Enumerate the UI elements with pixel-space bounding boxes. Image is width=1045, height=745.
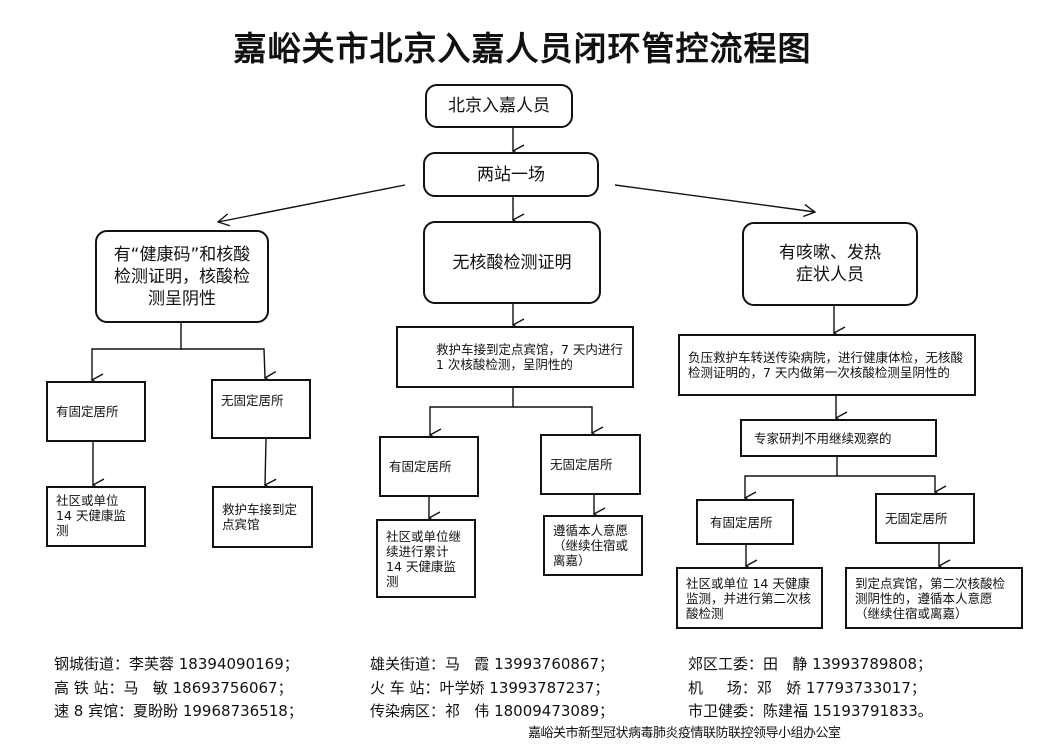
node-right-nofixed-label: 无固定居所: [885, 511, 948, 526]
node-left-nofixed-label: 无固定居所: [221, 393, 284, 408]
contact-jiaoqu: 郊区工委：田 静 13993789808；: [688, 655, 933, 673]
node-mid-nofixed-label: 无固定居所: [550, 457, 613, 472]
node-right-fixed-action: 社区或单位 14 天健康监测，并进行第二次核酸检测: [676, 567, 823, 629]
contact-huoche: 火 车 站：叶学娇 13993787237；: [370, 679, 610, 697]
contact-jichang: 机 场：邓 娇 17793733017；: [688, 679, 926, 697]
node-left-nofixed-action: 救护车接到定点宾馆: [212, 486, 313, 548]
contact-xiongguan: 雄关街道：马 霞 13993760867；: [370, 655, 615, 673]
contact-weijianwei: 市卫健委：陈建福 15193791833。: [688, 702, 933, 720]
node-right-expert: 专家研判不用继续观察的: [740, 419, 937, 457]
node-branch-left: 有“健康码”和核酸检测证明，核酸检测呈阴性: [95, 230, 269, 323]
node-stations-label: 两站一场: [477, 164, 545, 185]
node-mid-fixed-action: 社区或单位继续进行累计 14 天健康监测: [376, 519, 476, 598]
contact-gaotie: 高 铁 站：马 敏 18693756067；: [54, 679, 293, 697]
left-split: [90, 322, 182, 387]
node-left-nofixed-action-label: 救护车接到定点宾馆: [222, 502, 298, 532]
node-left-fixed-action-label: 社区或单位 14 天健康监测: [56, 493, 126, 538]
mid-split-2: [513, 406, 604, 440]
node-mid-nofixed: 无固定居所: [540, 434, 641, 495]
node-left-nofixed: 无固定居所: [211, 379, 311, 439]
node-branch-mid-label: 无核酸检测证明: [452, 252, 572, 273]
node-start-label: 北京入嘉人员: [448, 96, 550, 116]
node-right-expert-label: 专家研判不用继续观察的: [754, 430, 892, 446]
arrow-stations-to-right: [614, 184, 817, 218]
node-right-nofixed-action: 到定点宾馆，第二次核酸检测阴性的，遵循本人意愿（继续住宿或离嘉）: [845, 567, 1023, 629]
right-split-2: [837, 475, 947, 499]
node-mid-fixed: 有固定居所: [379, 436, 479, 497]
node-right-fixed: 有固定居所: [696, 499, 794, 545]
contact-chuanran: 传染病区：祁 伟 18009473089；: [370, 702, 615, 720]
node-stations: 两站一场: [423, 152, 599, 197]
node-right-step: 负压救护车转送传染病院，进行健康体检，无核酸检测证明的，7 天内做第一次核酸检测…: [678, 334, 976, 396]
contact-su8: 速 8 宾馆：夏盼盼 19968736518；: [54, 702, 303, 720]
right-split: [743, 456, 838, 505]
node-left-fixed-label: 有固定居所: [56, 404, 119, 419]
node-branch-right: 有咳嗽、发热症状人员: [742, 222, 918, 306]
left-split-2: [181, 348, 277, 385]
node-right-step-label: 负压救护车转送传染病院，进行健康体检，无核酸检测证明的，7 天内做第一次核酸检测…: [688, 350, 964, 380]
page-title: 嘉峪关市北京入嘉人员闭环管控流程图: [233, 29, 812, 68]
node-mid-fixed-label: 有固定居所: [389, 459, 452, 474]
contact-gangcheng: 钢城街道：李芙蓉 18394090169；: [54, 655, 299, 673]
node-right-nofixed-action-label: 到定点宾馆，第二次核酸检测阴性的，遵循本人意愿（继续住宿或离嘉）: [855, 575, 1006, 621]
node-start: 北京入嘉人员: [425, 84, 573, 128]
node-right-fixed-action-label: 社区或单位 14 天健康监测，并进行第二次核酸检测: [686, 575, 812, 621]
node-mid-nofixed-action-label: 遵循本人意愿（继续住宿或离嘉）: [553, 523, 629, 568]
node-branch-right-label: 有咳嗽、发热症状人员: [779, 243, 881, 285]
arrow-stations-to-left: [216, 184, 406, 227]
mid-split: [428, 387, 514, 442]
node-branch-mid: 无核酸检测证明: [423, 221, 601, 304]
node-left-fixed-action: 社区或单位 14 天健康监测: [46, 486, 146, 547]
issuing-office: 嘉峪关市新型冠状病毒肺炎疫情联防联控领导小组办公室: [528, 726, 841, 741]
node-right-nofixed: 无固定居所: [875, 493, 975, 544]
node-right-fixed-label: 有固定居所: [710, 514, 773, 530]
node-mid-step-label: 救护车接到定点宾馆，7 天内进行 1 次核酸检测，呈阴性的: [436, 342, 623, 372]
node-mid-step: 救护车接到定点宾馆，7 天内进行 1 次核酸检测，呈阴性的: [396, 326, 634, 388]
node-branch-left-label: 有“健康码”和核酸检测证明，核酸检测呈阴性: [113, 244, 251, 309]
node-mid-fixed-action-label: 社区或单位继续进行累计 14 天健康监测: [386, 528, 462, 589]
arrow-left-nofixed: [263, 438, 277, 492]
node-mid-nofixed-action: 遵循本人意愿（继续住宿或离嘉）: [543, 515, 643, 576]
node-left-fixed: 有固定居所: [46, 381, 146, 442]
